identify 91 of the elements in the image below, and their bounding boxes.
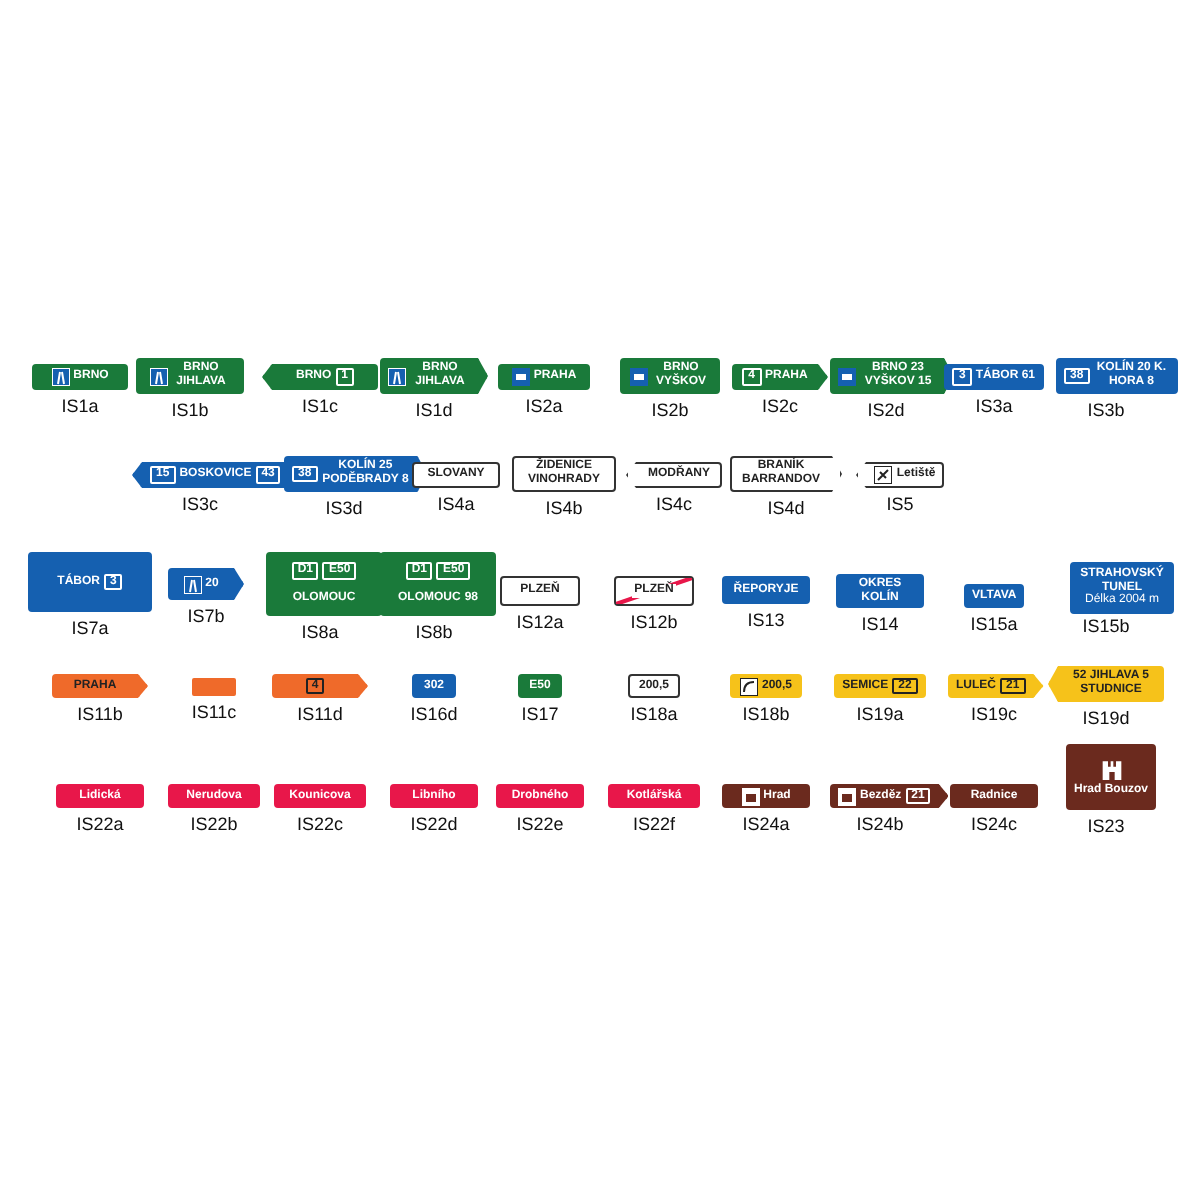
sign-code: IS2a	[525, 396, 563, 416]
road-sign	[856, 462, 944, 488]
sign-code: IS4d	[767, 498, 805, 518]
sign-code: IS11c	[191, 702, 237, 722]
road-sign	[272, 674, 368, 698]
road-sign	[56, 784, 144, 808]
road-sign	[192, 678, 236, 696]
road-sign	[1056, 358, 1178, 394]
sign-code: IS4c	[656, 494, 692, 514]
road-sign	[412, 462, 500, 488]
road-sign	[1070, 562, 1174, 614]
sign-code: IS19c	[971, 704, 1017, 724]
road-sign	[136, 358, 244, 394]
road-sign	[722, 576, 810, 604]
sign-code: IS3b	[1087, 400, 1125, 420]
road-sign	[274, 784, 366, 808]
road-sign	[32, 364, 128, 390]
sign-code: IS22c	[297, 814, 343, 834]
sign-code: IS2c	[762, 396, 798, 416]
road-sign	[944, 364, 1044, 390]
road-sign	[626, 462, 722, 488]
sign-code: IS7a	[71, 618, 109, 638]
sign-code: IS24a	[742, 814, 790, 834]
road-sign	[498, 364, 590, 390]
road-sign	[412, 674, 456, 698]
sign-code: IS3a	[975, 396, 1013, 416]
road-sign	[496, 784, 584, 808]
road-sign	[730, 456, 842, 492]
road-sign	[830, 784, 949, 808]
sign-code: IS1a	[61, 396, 99, 416]
sign-code: IS4a	[437, 494, 475, 514]
road-sign	[518, 674, 562, 698]
sign-code: IS23	[1087, 816, 1125, 836]
road-sign	[132, 462, 289, 488]
sign-code: IS1d	[415, 400, 453, 420]
road-sign	[266, 552, 382, 616]
sign-code: IS3c	[182, 494, 218, 514]
road-sign	[964, 584, 1025, 608]
sign-code: IS1c	[302, 396, 338, 416]
sign-code: IS18b	[742, 704, 790, 724]
road-sign	[512, 456, 616, 492]
sign-code: IS22b	[190, 814, 238, 834]
road-sign	[834, 674, 926, 698]
sign-code: IS3d	[325, 498, 363, 518]
road-sign	[948, 674, 1044, 698]
sign-code: IS22f	[633, 814, 675, 834]
sign-code: IS24c	[971, 814, 1017, 834]
sign-code: IS14	[861, 614, 899, 634]
road-sign	[380, 552, 496, 616]
road-sign	[28, 552, 152, 612]
road-sign	[628, 674, 680, 698]
sign-code: IS5	[886, 494, 914, 514]
road-sign	[168, 568, 244, 600]
sign-code: IS22e	[516, 814, 564, 834]
sign-code: IS22d	[410, 814, 458, 834]
sign-code: IS4b	[545, 498, 583, 518]
road-sign	[1066, 744, 1157, 810]
sign-code: IS11b	[77, 704, 123, 724]
sign-code: IS19d	[1082, 708, 1130, 728]
sign-code: IS22a	[76, 814, 124, 834]
road-sign	[620, 358, 720, 394]
sign-code: IS12b	[630, 612, 678, 632]
road-sign	[950, 784, 1038, 808]
sign-code: IS15b	[1082, 616, 1130, 636]
sign-code: IS8b	[415, 622, 453, 642]
road-sign	[722, 784, 810, 808]
sign-code: IS7b	[187, 606, 225, 626]
sign-code: IS18a	[630, 704, 678, 724]
sign-code: IS12a	[516, 612, 564, 632]
road-sign	[608, 784, 700, 808]
road-sign	[262, 364, 378, 390]
road-sign	[380, 358, 488, 394]
road-sign	[732, 364, 828, 390]
road-sign	[168, 784, 260, 808]
sign-code: IS1b	[171, 400, 209, 420]
road-sign	[730, 674, 802, 698]
sign-code: IS17	[521, 704, 559, 724]
sign-code: IS11d	[297, 704, 343, 724]
sign-code: IS13	[747, 610, 785, 630]
sign-code: IS2d	[867, 400, 905, 420]
sign-code: IS8a	[301, 622, 339, 642]
road-sign	[52, 674, 148, 698]
road-sign	[836, 574, 924, 608]
sign-code: IS19a	[856, 704, 904, 724]
sign-code: IS16d	[410, 704, 458, 724]
sign-code: IS15a	[970, 614, 1018, 634]
sign-code: IS24b	[856, 814, 904, 834]
road-sign	[1048, 666, 1164, 702]
sign-code: IS2b	[651, 400, 689, 420]
road-sign	[500, 576, 580, 606]
road-sign	[390, 784, 478, 808]
